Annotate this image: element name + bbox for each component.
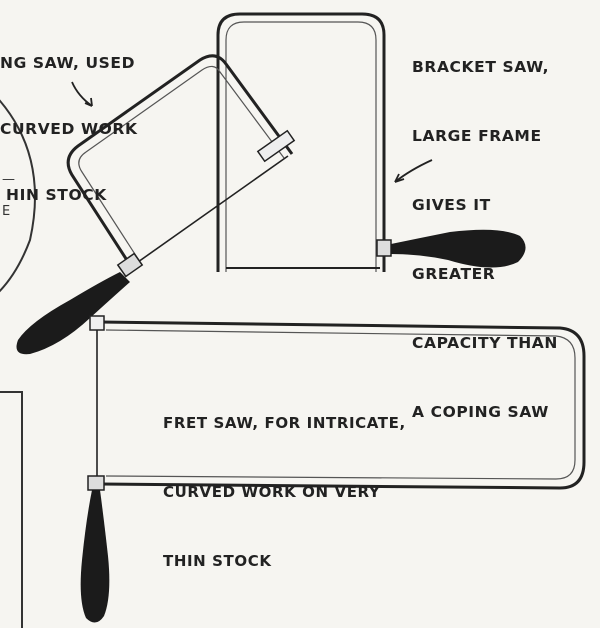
fret-saw-caption: FRET SAW, FOR INTRICATE, CURVED WORK ON …	[163, 366, 406, 619]
bracket-caption-line-3: GIVES IT	[412, 194, 558, 217]
coping-caption-line-1: NG SAW, USED	[0, 52, 138, 74]
coping-saw-handle	[17, 272, 131, 354]
coping-saw-caption: NG SAW, USED CURVED WORK HIN STOCK	[0, 8, 138, 250]
bracket-caption-line-1: BRACKET SAW,	[412, 56, 558, 79]
coping-saw-clip	[258, 131, 294, 161]
bracket-caption-line-6: A COPING SAW	[412, 401, 558, 424]
fret-saw-ferrule	[88, 476, 104, 490]
bracket-caption-line-5: CAPACITY THAN	[412, 332, 558, 355]
bracket-saw-caption: BRACKET SAW, LARGE FRAME GIVES IT GREATE…	[412, 10, 558, 470]
fret-saw-handle	[81, 490, 110, 623]
fret-caption-line-3: THIN STOCK	[163, 550, 406, 573]
fret-caption-line-1: FRET SAW, FOR INTRICATE,	[163, 412, 406, 435]
left-fragment-letter: E	[2, 204, 10, 219]
coping-caption-line-2: CURVED WORK	[0, 118, 138, 140]
bracket-caption-line-4: GREATER	[412, 263, 558, 286]
bracket-saw-frame	[218, 14, 384, 272]
coping-saw-ferrule	[118, 254, 142, 277]
fret-saw-top-clip	[90, 316, 104, 330]
fret-caption-line-2: CURVED WORK ON VERY	[163, 481, 406, 504]
left-box-outline	[0, 392, 22, 628]
bracket-saw-ferrule	[377, 240, 391, 256]
coping-saw-blade	[138, 156, 288, 262]
left-fragment-dash: —	[2, 172, 15, 187]
bracket-caption-line-2: LARGE FRAME	[412, 125, 558, 148]
coping-caption-line-3: HIN STOCK	[0, 184, 138, 206]
